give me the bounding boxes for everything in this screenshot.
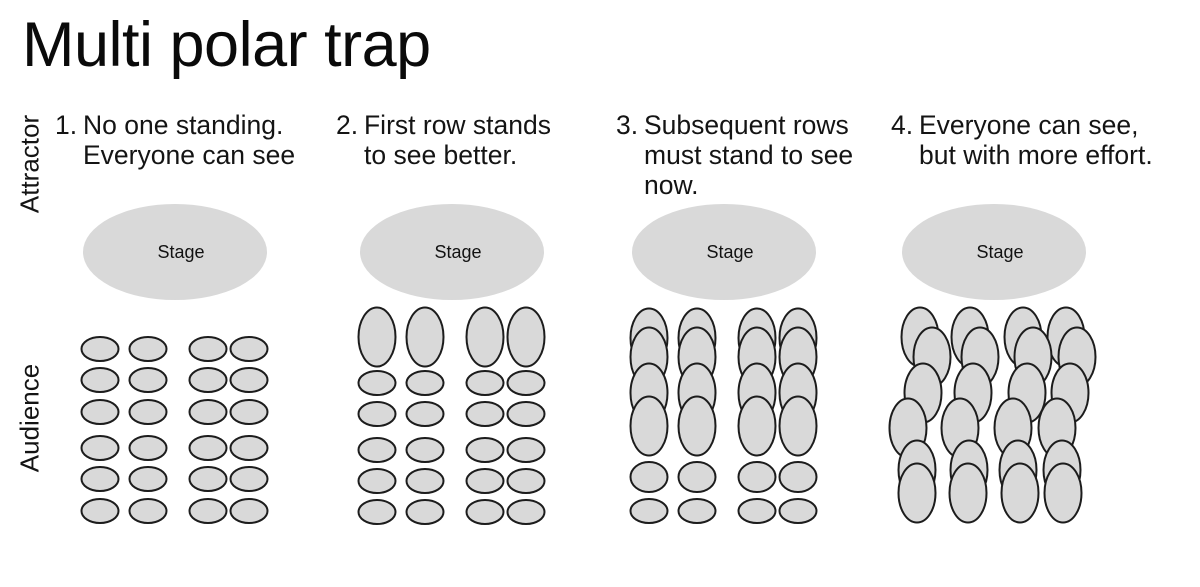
panel-1-caption-line: No one standing. [83, 110, 284, 140]
panel-4-seating: Stage [888, 204, 1097, 524]
audience-member-stand [506, 306, 546, 368]
panel-3-caption-line: Subsequent rows [644, 110, 849, 140]
panel-3-seating: Stage [629, 204, 818, 524]
audience-member-sit [188, 466, 228, 492]
panel-2-caption: 2. First row stands to see better. [336, 110, 551, 170]
panel-2-caption-number: 2. [336, 110, 359, 140]
audience-member-sit [357, 370, 397, 396]
panel-4-caption: 4. Everyone can see, but with more effor… [891, 110, 1153, 170]
audience-member-sit [229, 399, 269, 425]
audience-member-sit [128, 435, 168, 461]
diagram-title: Multi polar trap [22, 10, 431, 80]
audience-member-sit [405, 499, 445, 525]
panel-1-seating: Stage [80, 204, 269, 524]
audience-member-sit [80, 435, 120, 461]
stage-label: Stage [434, 242, 481, 262]
panel-2-seating: Stage [357, 204, 546, 525]
audience-member-sit [465, 437, 505, 463]
panel-4-caption-line: Everyone can see, [919, 110, 1139, 140]
audience-member-sit [737, 461, 777, 493]
audience-member-sit [737, 498, 777, 524]
audience-member-stand [465, 306, 505, 368]
audience-member-sit [506, 499, 546, 525]
audience-member-sit [188, 367, 228, 393]
audience-member-stand [778, 395, 818, 457]
stage-label: Stage [706, 242, 753, 262]
audience-member-sit [128, 336, 168, 362]
audience-member-sit [188, 336, 228, 362]
panel-1-caption-number: 1. [55, 110, 78, 140]
audience-member-sit [357, 468, 397, 494]
panel-4-caption-number: 4. [891, 110, 914, 140]
audience-member-sit [405, 437, 445, 463]
audience-member-sit [128, 498, 168, 524]
audience-member-sit [229, 435, 269, 461]
audience-member-sit [188, 399, 228, 425]
audience-member-sit [506, 370, 546, 396]
audience-member-sit [229, 498, 269, 524]
audience-member-sit [188, 435, 228, 461]
audience-member-stand [948, 462, 988, 524]
audience-member-stand [1043, 462, 1083, 524]
audience-member-stand [357, 306, 397, 368]
audience-member-sit [778, 461, 818, 493]
audience-member-sit [128, 399, 168, 425]
audience-member-stand [629, 395, 669, 457]
audience-member-sit [357, 437, 397, 463]
audience-member-sit [80, 336, 120, 362]
audience-member-sit [229, 466, 269, 492]
audience-member-sit [405, 370, 445, 396]
audience-member-sit [465, 401, 505, 427]
audience-member-sit [128, 367, 168, 393]
audience-member-stand [1000, 462, 1040, 524]
audience-member-sit [465, 370, 505, 396]
panel-3-caption-line: now. [644, 170, 699, 200]
stage-ellipse [360, 204, 544, 300]
audience-member-sit [80, 498, 120, 524]
audience-member-sit [465, 499, 505, 525]
audience-member-sit [629, 498, 669, 524]
panel-1-caption-line: Everyone can see [83, 140, 296, 170]
audience-member-sit [405, 468, 445, 494]
audience-member-sit [80, 367, 120, 393]
audience-member-sit [677, 461, 717, 493]
audience-member-stand [737, 395, 777, 457]
panel-2-caption-line: to see better. [364, 140, 518, 170]
audience-member-sit [357, 499, 397, 525]
panel-3-caption-line: must stand to see [644, 140, 854, 170]
audience-member-sit [128, 466, 168, 492]
audience-member-stand [897, 462, 937, 524]
panel-3-caption: 3. Subsequent rows must stand to see now… [616, 110, 853, 200]
audience-member-sit [465, 468, 505, 494]
panel-3-caption-number: 3. [616, 110, 639, 140]
stage-label: Stage [157, 242, 204, 262]
stage-ellipse [632, 204, 816, 300]
panel-4-caption-line: but with more effort. [919, 140, 1153, 170]
panel-2-caption-line: First row stands [364, 110, 552, 140]
audience-member-sit [405, 401, 445, 427]
audience-member-stand [405, 306, 445, 368]
stage-ellipse [83, 204, 267, 300]
audience-member-sit [229, 336, 269, 362]
panel-1-caption: 1. No one standing. Everyone can see [55, 110, 295, 170]
audience-member-sit [629, 461, 669, 493]
audience-member-sit [506, 437, 546, 463]
audience-member-sit [229, 367, 269, 393]
audience-member-sit [80, 466, 120, 492]
audience-member-sit [80, 399, 120, 425]
stage-ellipse [902, 204, 1086, 300]
audience-member-sit [677, 498, 717, 524]
audience-member-stand [677, 395, 717, 457]
stage-label: Stage [976, 242, 1023, 262]
audience-member-sit [506, 401, 546, 427]
audience-member-sit [506, 468, 546, 494]
audience-member-sit [188, 498, 228, 524]
audience-member-sit [778, 498, 818, 524]
audience-member-sit [357, 401, 397, 427]
